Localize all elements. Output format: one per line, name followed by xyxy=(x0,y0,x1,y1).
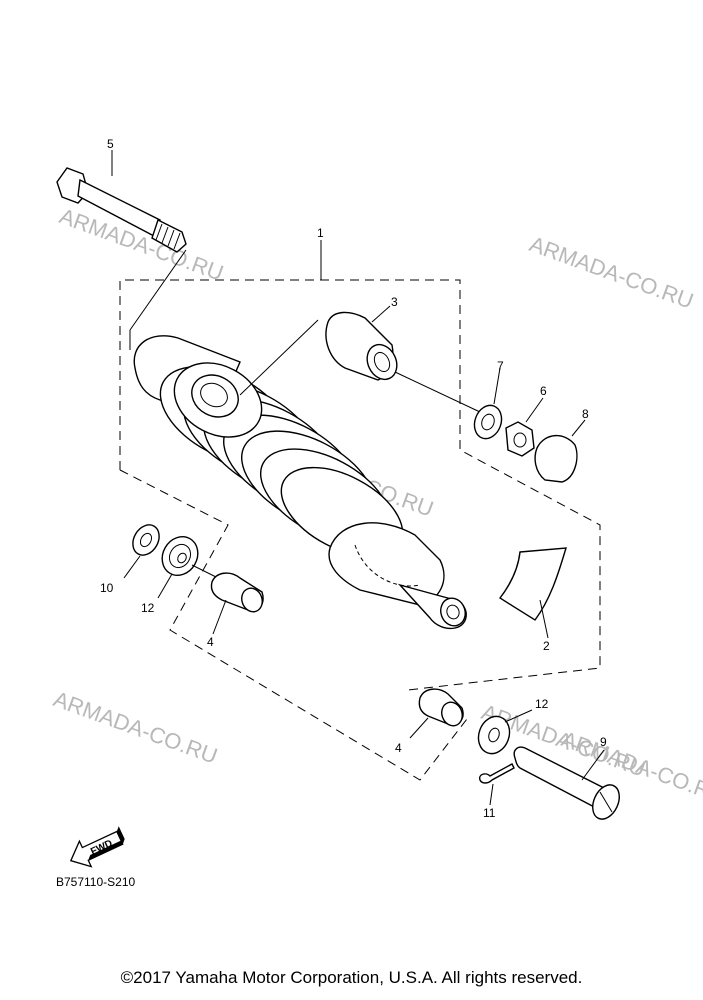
part-labels: 1 2 3 4 4 5 6 7 8 9 10 11 12 12 xyxy=(100,137,607,820)
watermark: ARMADA-CO.RU xyxy=(50,686,221,768)
part-label-4: 4 xyxy=(207,635,214,649)
part-label-10: 10 xyxy=(100,581,114,595)
part-label-7: 7 xyxy=(497,359,504,373)
part-label-9: 9 xyxy=(600,735,607,749)
part-label-3: 3 xyxy=(391,295,398,309)
part-label-2: 2 xyxy=(543,639,550,653)
plate-2 xyxy=(498,547,567,639)
part-label-1: 1 xyxy=(317,226,324,240)
washer-7 xyxy=(473,367,503,440)
copyright-notice: ©2017 Yamaha Motor Corporation, U.S.A. A… xyxy=(120,968,583,987)
part-label-12: 12 xyxy=(141,601,155,615)
seal-12-right xyxy=(477,709,533,755)
assembly-outline-left xyxy=(119,469,471,781)
part-label-6: 6 xyxy=(540,384,547,398)
cap-8 xyxy=(534,419,586,483)
fwd-label: FWD xyxy=(89,838,114,858)
fwd-arrow-icon: FWD xyxy=(69,826,125,868)
part-label-11: 11 xyxy=(483,806,496,820)
collar-4-left xyxy=(210,572,264,635)
washer-10 xyxy=(123,524,160,579)
cotter-pin-11 xyxy=(478,763,515,806)
shock-absorber-body xyxy=(133,319,467,630)
diagram-code: B757110-S210 xyxy=(56,875,136,889)
watermark: ARMADA-CO.RU xyxy=(526,231,697,313)
bushing-3 xyxy=(325,305,481,413)
part-label-5: 5 xyxy=(107,137,114,151)
part-label-4: 4 xyxy=(395,741,402,755)
part-label-12: 12 xyxy=(535,697,549,711)
bolt-5 xyxy=(56,150,187,350)
nut-6 xyxy=(505,397,544,457)
pin-9 xyxy=(513,746,620,820)
seal-12-left xyxy=(157,536,219,599)
collar-4-lower xyxy=(409,688,464,739)
part-label-8: 8 xyxy=(582,407,589,421)
